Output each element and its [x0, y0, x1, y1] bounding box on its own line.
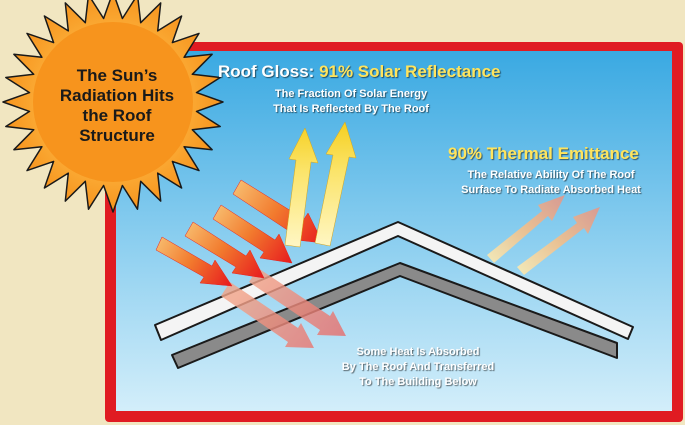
- sun-caption-line: Radiation Hits: [32, 86, 202, 106]
- absorbed-desc-line: By The Roof And Transferred: [318, 360, 518, 375]
- reflectance-desc-line: The Fraction Of Solar Energy: [256, 87, 446, 102]
- sun-caption-line: The Sun’s: [32, 66, 202, 86]
- emittance-heading: 90% Thermal Emittance: [448, 144, 639, 164]
- reflectance-value: 91% Solar Reflectance: [319, 62, 500, 81]
- reflectance-desc-line: That Is Reflected By The Roof: [256, 102, 446, 117]
- absorbed-desc-line: Some Heat Is Absorbed: [318, 345, 518, 360]
- reflectance-label: Roof Gloss:: [218, 62, 319, 81]
- emittance-description: The Relative Ability Of The Roof Surface…: [440, 168, 662, 198]
- sun-caption-line: the Roof: [32, 106, 202, 126]
- emittance-desc-line: Surface To Radiate Absorbed Heat: [440, 183, 662, 198]
- absorbed-description: Some Heat Is Absorbed By The Roof And Tr…: [318, 345, 518, 390]
- sun-caption: The Sun’s Radiation Hits the Roof Struct…: [32, 66, 202, 146]
- sun-caption-line: Structure: [32, 126, 202, 146]
- reflectance-description: The Fraction Of Solar Energy That Is Ref…: [256, 87, 446, 117]
- reflectance-heading: Roof Gloss: 91% Solar Reflectance: [218, 62, 500, 82]
- absorbed-desc-line: To The Building Below: [318, 375, 518, 390]
- emittance-desc-line: The Relative Ability Of The Roof: [440, 168, 662, 183]
